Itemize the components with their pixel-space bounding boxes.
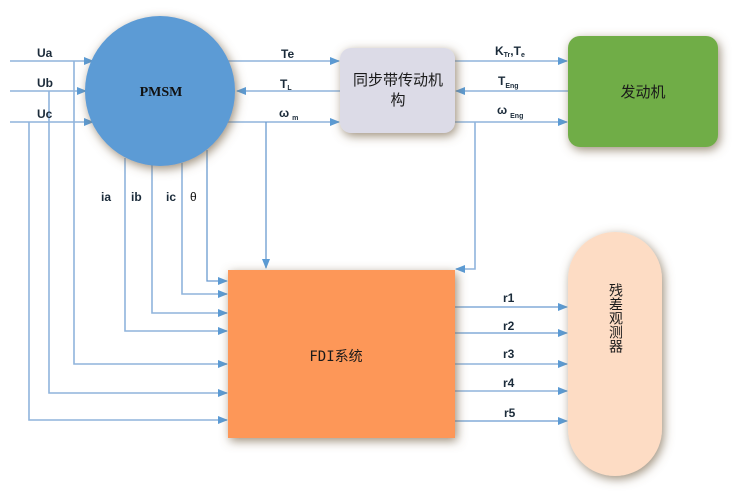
ua-to-fdi	[73, 61, 228, 368]
belt-label-line1: 同步带传动机	[353, 71, 443, 89]
ic-to-fdi	[181, 163, 228, 298]
belt-node[interactable]: 同步带传动机 构	[340, 48, 455, 133]
label-ib: ib	[131, 190, 142, 204]
label-r1: r1	[503, 291, 515, 305]
label-kte: KTr,Te	[495, 44, 525, 59]
label-r4: r4	[503, 376, 515, 390]
label-r5: r5	[504, 406, 516, 420]
label-teng: TEng	[498, 74, 519, 90]
engine-node[interactable]: 发动机	[568, 36, 718, 147]
label-uc: Uc	[37, 107, 53, 121]
label-r2: r2	[503, 319, 515, 333]
label-ua: Ua	[37, 46, 53, 60]
label-theta: θ	[190, 190, 197, 204]
ia-to-fdi	[124, 158, 228, 335]
fdi-box[interactable]	[228, 270, 455, 438]
label-te: Te	[281, 47, 294, 61]
engine-box[interactable]	[568, 36, 718, 147]
pmsm-node[interactable]: PMSM	[85, 16, 235, 166]
connectors	[10, 57, 568, 425]
pmsm-circle[interactable]	[85, 16, 235, 166]
label-ic: ic	[166, 190, 176, 204]
ib-to-fdi	[151, 165, 228, 317]
belt-label-line2: 构	[390, 91, 405, 109]
ub-to-fdi	[48, 91, 228, 397]
weng-to-fdi	[455, 122, 476, 273]
fdi-node[interactable]: FDI系统	[228, 270, 455, 438]
label-ia: ia	[101, 190, 111, 204]
observer-label: 残差观测器	[607, 283, 623, 353]
fdi-label: FDI系统	[309, 349, 362, 365]
pmsm-label: PMSM	[140, 85, 183, 100]
label-tl: TL	[280, 77, 292, 92]
observer-node[interactable]: 残差观测器	[568, 232, 662, 476]
label-r3: r3	[503, 347, 515, 361]
observer-pill[interactable]	[568, 232, 662, 476]
theta-to-fdi	[206, 150, 228, 285]
engine-label: 发动机	[620, 83, 665, 101]
label-ub: Ub	[37, 76, 53, 90]
belt-box[interactable]	[340, 48, 455, 133]
uc-to-fdi	[28, 122, 228, 424]
